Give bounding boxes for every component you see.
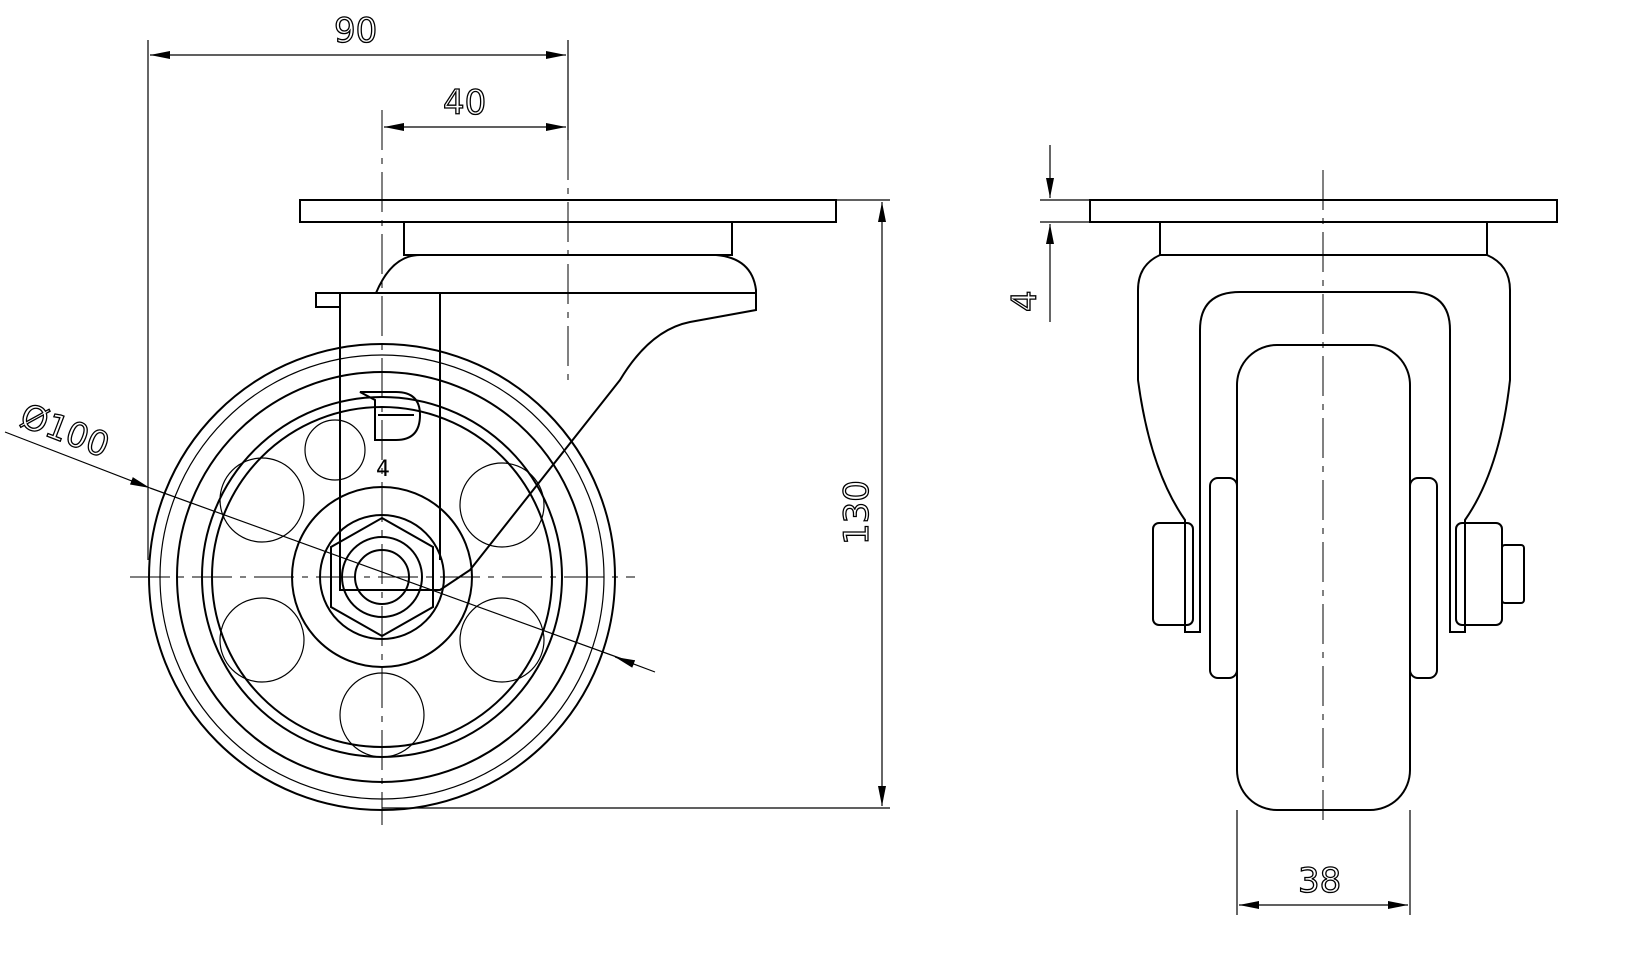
dim-overall-width: 90 <box>334 11 377 51</box>
dim-wheel-diameter: Ø100 <box>15 396 115 466</box>
dim-plate-thickness: 4 <box>1005 290 1045 312</box>
side-view: 4 <box>130 110 837 825</box>
fork-front <box>1137 254 1511 633</box>
dim-wheel-width: 38 <box>1298 861 1341 901</box>
fork <box>339 254 757 591</box>
logo-label: 4 <box>376 457 390 482</box>
dim-offset: 40 <box>443 83 486 123</box>
axle-nut-right <box>1455 522 1503 626</box>
axle-nut-left <box>1152 522 1194 626</box>
dim-overall-height: 130 <box>837 480 877 545</box>
brand-logo-icon <box>359 391 422 441</box>
brake-tab <box>315 292 341 308</box>
front-view <box>1089 170 1558 820</box>
